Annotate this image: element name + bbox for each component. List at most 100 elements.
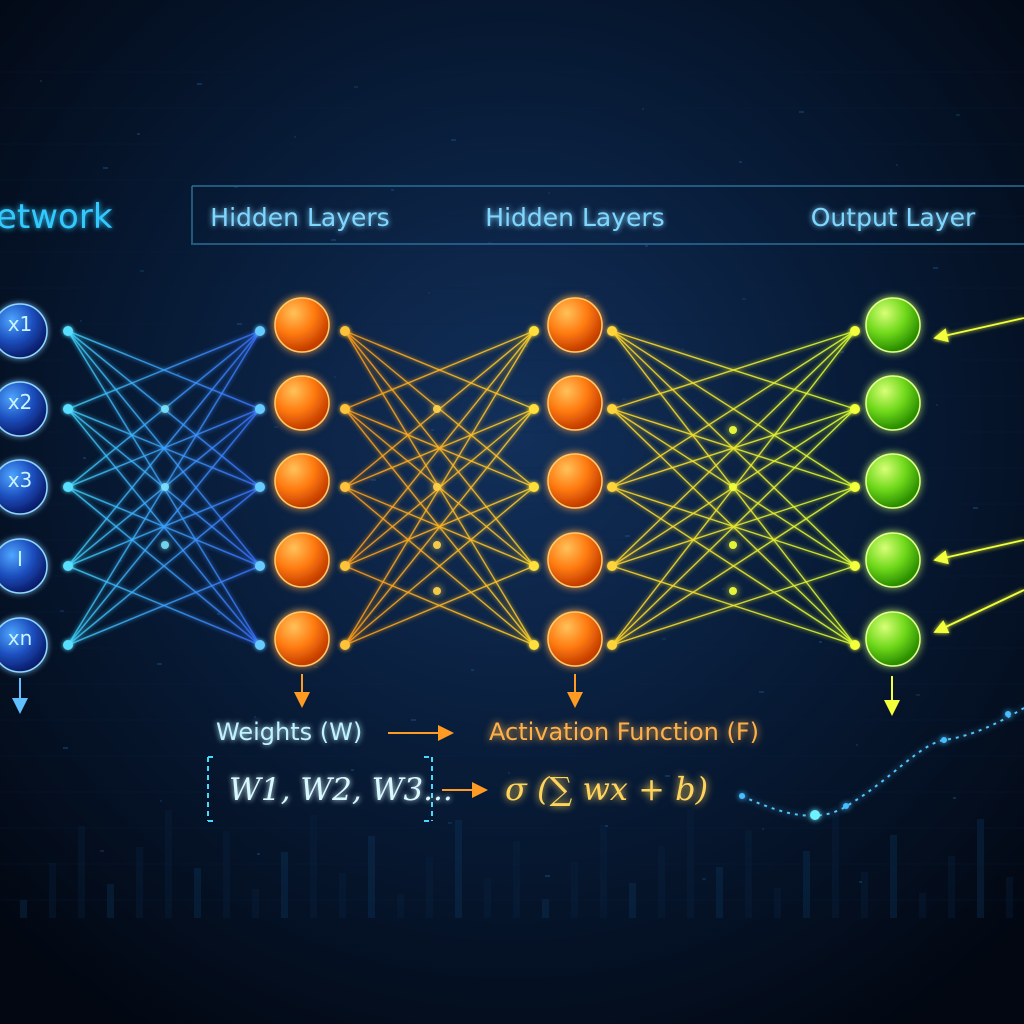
hidden-edge-endpoint <box>340 326 350 336</box>
hidden-to-output-edge <box>611 565 856 646</box>
input-edge-endpoint <box>63 640 73 650</box>
hidden-to-output-edge <box>611 486 856 646</box>
background-bar <box>658 846 665 918</box>
background-data-dot <box>334 376 336 378</box>
input-neuron <box>0 381 48 437</box>
input-neuron <box>0 538 48 594</box>
hidden-neuron-layer-2 <box>547 532 603 588</box>
background-data-dot <box>217 613 220 615</box>
input-node-labels: x1 x2 x3 I xn <box>8 312 33 650</box>
background-data-dot <box>585 295 590 297</box>
background-data-dot <box>936 404 938 406</box>
hidden-to-hidden-edge <box>344 565 535 646</box>
background-data-dot <box>257 853 260 855</box>
background-bar <box>716 867 723 918</box>
input-to-hidden-edge <box>67 330 261 567</box>
background-data-dot <box>645 245 648 247</box>
background-data-dot <box>314 666 318 668</box>
hidden-neuron-layer-2 <box>547 453 603 509</box>
edge-crossing-point <box>161 541 169 549</box>
edge-crossing-point <box>433 483 441 491</box>
background-data-dot <box>856 744 858 746</box>
hidden-neuron-layer-1 <box>274 611 330 667</box>
edge-crossing-point <box>433 541 441 549</box>
background-data-dot <box>973 507 978 509</box>
background-bar <box>948 856 955 918</box>
background-data-dot <box>779 401 782 403</box>
background-data-dot <box>525 345 528 347</box>
hidden-edge-endpoint <box>529 404 539 414</box>
background-data-dot <box>43 217 46 219</box>
hidden-edge-endpoint <box>529 482 539 492</box>
output-neuron <box>865 532 921 588</box>
edge-crossing-point <box>161 483 169 491</box>
input-edge-endpoint <box>63 561 73 571</box>
hidden-neuron-layer-1 <box>274 297 330 353</box>
background-data-dot <box>722 588 724 590</box>
background-data-dot <box>665 775 670 777</box>
hidden-to-output-edge <box>611 330 856 410</box>
edge-crossing-point <box>433 405 441 413</box>
hidden-to-output-edge <box>611 330 856 488</box>
input-label-xn: xn <box>8 626 33 650</box>
background-data-dot <box>40 80 42 82</box>
background-data-dot <box>83 457 86 459</box>
background-bar <box>484 878 491 918</box>
hidden-input-edge-endpoint <box>255 326 265 336</box>
hidden-edge-endpoint <box>529 561 539 571</box>
input-to-hidden-edge <box>67 486 261 646</box>
hidden-edge-endpoint <box>340 640 350 650</box>
hidden-neuron-layer-2 <box>547 375 603 431</box>
background-bar <box>339 873 346 918</box>
output-input-arrow-icon <box>933 317 1024 343</box>
hidden-edge-endpoint <box>529 326 539 336</box>
activation-curve-point <box>1005 711 1011 717</box>
background-data-dot <box>120 560 122 562</box>
background-data-dot <box>254 716 256 718</box>
background-data-dot <box>622 398 626 400</box>
background-bar <box>426 857 433 918</box>
hidden-neuron-layer-2 <box>547 297 603 353</box>
background-bar <box>20 900 27 918</box>
output-input-endpoint <box>850 482 860 492</box>
input-to-hidden-edge <box>67 330 261 410</box>
background-data-dot <box>451 139 456 141</box>
hidden-neuron-layer-2 <box>547 611 603 667</box>
output-input-arrow-icon <box>933 539 1024 565</box>
activation-formula: σ (∑ wx + b) <box>505 770 708 808</box>
weights-label: Weights (W) <box>216 718 362 746</box>
output-neuron <box>865 611 921 667</box>
annotations: Weights (W) Activation Function (F) W1, … <box>12 674 900 822</box>
background-data-dot <box>391 189 394 191</box>
activation-curve-point <box>810 810 820 820</box>
background-data-dot <box>468 532 470 534</box>
background-bar <box>194 868 201 918</box>
background-bar <box>368 836 375 918</box>
output-input-endpoint <box>850 326 860 336</box>
activation-curve-point <box>739 793 745 799</box>
output-edge-endpoint <box>607 326 617 336</box>
background-data-dot <box>157 663 162 665</box>
background-bar <box>49 863 56 918</box>
hidden-input-edge-endpoint <box>255 561 265 571</box>
background-bar <box>397 894 404 918</box>
output-neuron <box>865 375 921 431</box>
background-data-dot <box>916 694 920 696</box>
activation-function-label: Activation Function (F) <box>489 718 759 746</box>
background-data-dot <box>839 351 844 353</box>
background-data-dot <box>100 850 104 852</box>
diagram-title-partial: etwork <box>0 197 113 237</box>
background-data-dot <box>662 638 666 640</box>
background-bar <box>542 899 549 918</box>
background-bar <box>774 888 781 918</box>
background-data-dot <box>371 479 376 481</box>
background-data-dot <box>294 136 296 138</box>
background-data-dot <box>351 769 354 771</box>
background-bar <box>107 884 114 918</box>
background-data-dot <box>180 510 184 512</box>
background-bar <box>165 810 172 918</box>
background-bar <box>977 819 984 918</box>
output-input-endpoint <box>850 404 860 414</box>
